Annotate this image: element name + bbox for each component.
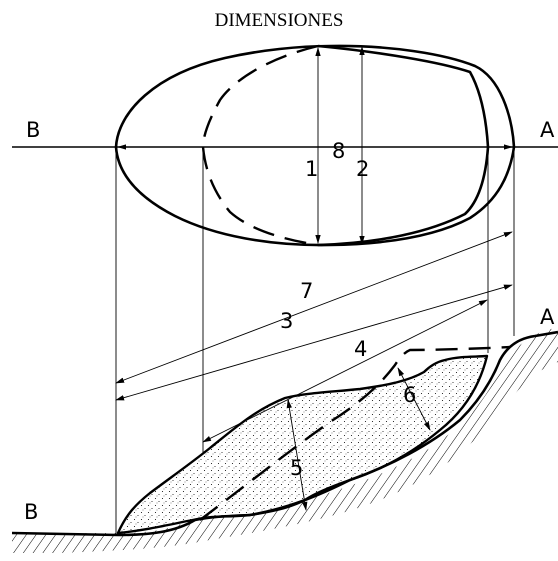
dim-2-label: 2 (356, 157, 369, 181)
dim-5-label: 5 (290, 456, 303, 480)
dim-4-label: 4 (354, 337, 367, 361)
label-b-top: B (26, 118, 40, 142)
dim-6-label: 6 (403, 383, 416, 407)
label-a-top: A (540, 118, 555, 142)
dim-1-label: 1 (305, 157, 318, 181)
dim-7-label: 7 (300, 279, 313, 303)
dim-6-arrow (397, 367, 431, 431)
plan-outer-boundary (114, 44, 516, 247)
dim-3-label: 3 (280, 309, 293, 333)
plan-rupture-dashed (201, 44, 319, 247)
label-b-bottom: B (24, 500, 38, 524)
diagram-title: DIMENSIONES (215, 10, 344, 31)
hatch-mask (12, 362, 558, 561)
label-a-bottom: A (540, 305, 555, 329)
dim-8-label: 8 (332, 139, 345, 163)
dim-5-arrow (286, 399, 308, 511)
dim-4-arrow (202, 299, 488, 443)
